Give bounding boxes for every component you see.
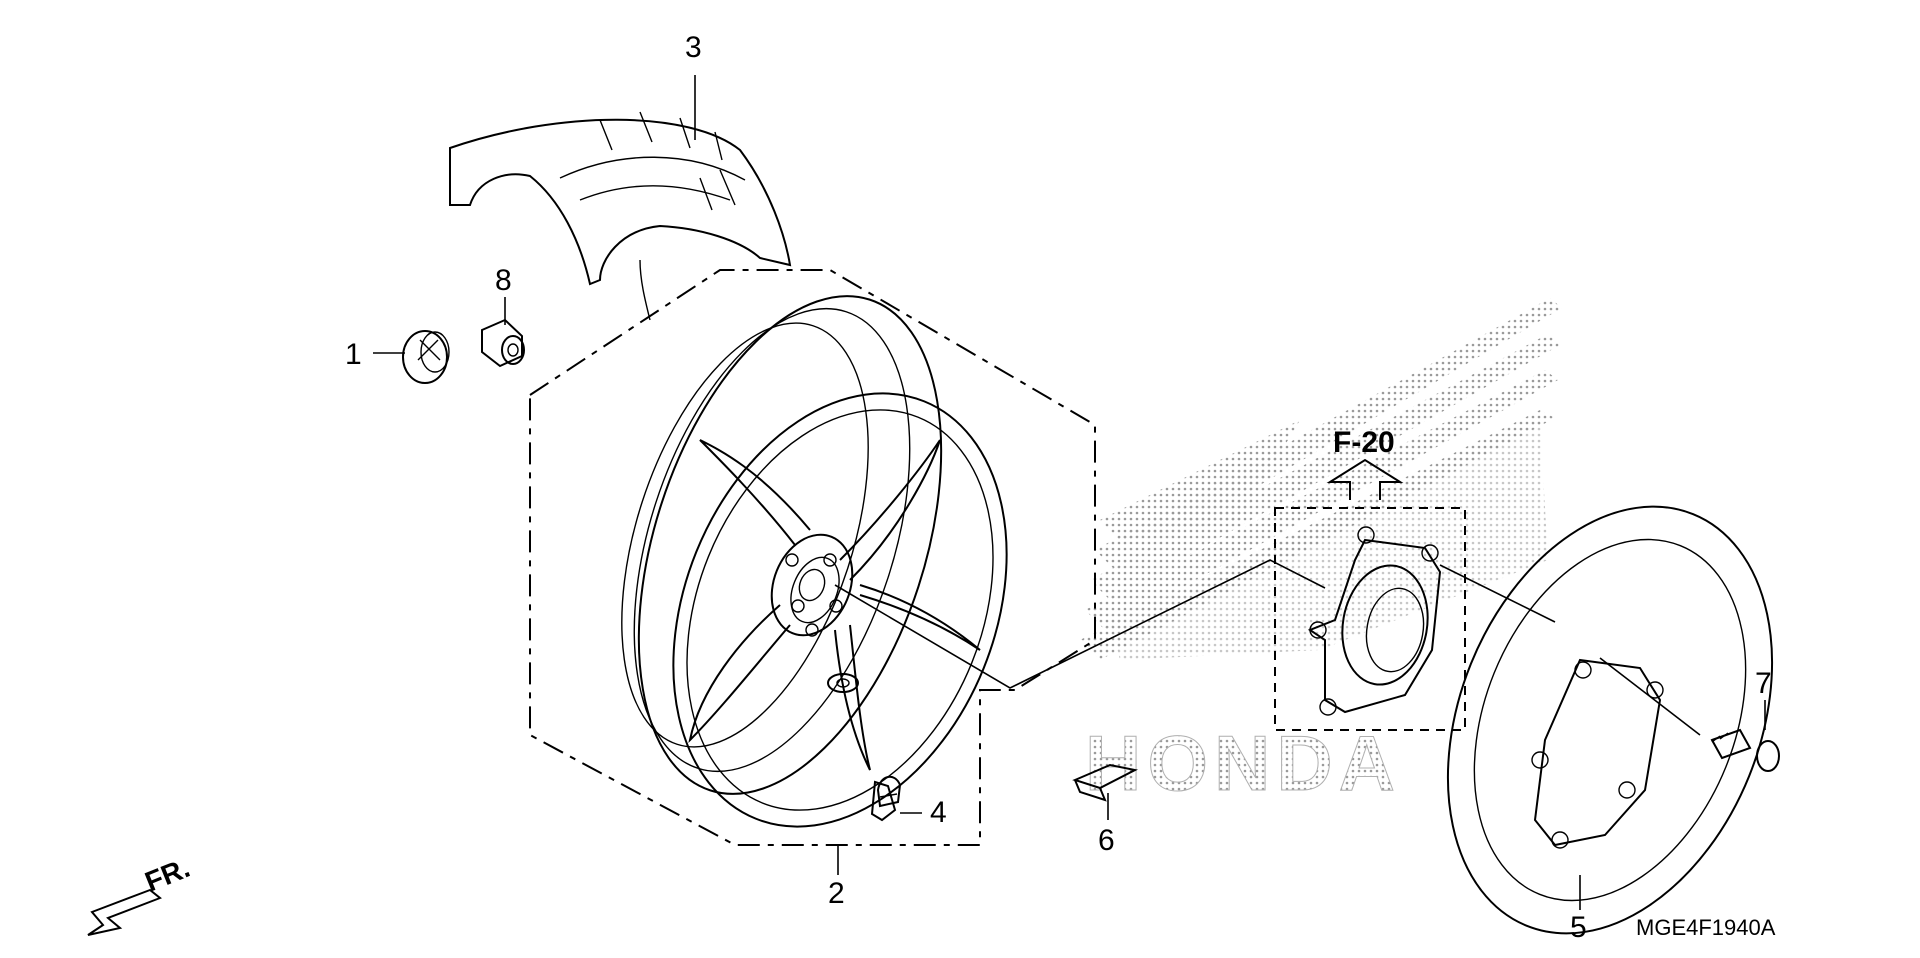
diagram-code: MGE4F1940A xyxy=(1636,915,1776,940)
front-label: FR. xyxy=(141,852,194,898)
callout-7: 7 xyxy=(1755,667,1772,700)
nut xyxy=(481,318,525,368)
callout-8: 8 xyxy=(495,264,512,297)
reference-arrow-icon xyxy=(1326,458,1404,500)
front-direction-indicator: FR. xyxy=(87,852,194,936)
callout-5: 5 xyxy=(1570,911,1587,944)
brake-disc xyxy=(1446,505,1774,935)
front-arrow-icon xyxy=(87,888,162,936)
honda-wing-watermark: HONDA xyxy=(1080,298,1562,808)
balance-weight xyxy=(1072,763,1139,802)
tire xyxy=(449,111,792,321)
reference-label: F-20 xyxy=(1333,426,1395,459)
reference-box xyxy=(1274,507,1466,731)
callout-2: 2 xyxy=(828,877,845,910)
callout-6: 6 xyxy=(1098,824,1115,857)
callout-1: 1 xyxy=(345,338,362,371)
callout-4: 4 xyxy=(930,796,947,829)
wheel-assembly-outline xyxy=(529,269,1096,846)
leader-lines xyxy=(373,75,1766,910)
wheel xyxy=(621,295,1008,828)
wheel-cap xyxy=(402,330,450,384)
disc-bolt xyxy=(1710,728,1780,772)
disc-hub xyxy=(1307,526,1442,716)
valve xyxy=(870,775,902,822)
honda-watermark-text: HONDA xyxy=(1085,719,1401,807)
callout-3: 3 xyxy=(685,31,702,64)
